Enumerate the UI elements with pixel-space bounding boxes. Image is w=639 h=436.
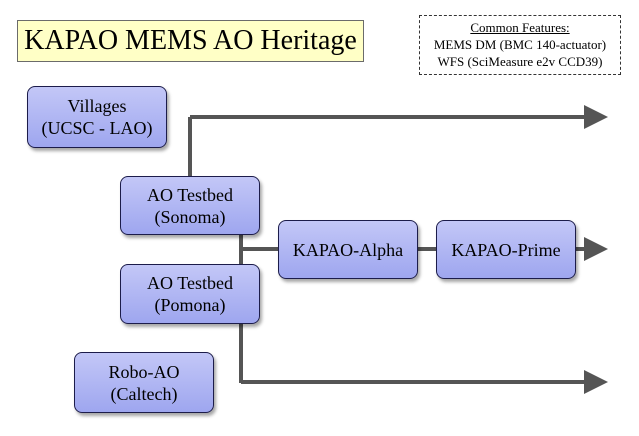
node-villages: Villages (UCSC - LAO) bbox=[27, 86, 167, 148]
node-ao-testbed-sonoma: AO Testbed (Sonoma) bbox=[120, 176, 260, 235]
common-features-header: Common Features: bbox=[470, 20, 570, 35]
node-ao-testbed-pomona: AO Testbed (Pomona) bbox=[120, 264, 260, 324]
common-feature-dm: MEMS DM (BMC 140-actuator) bbox=[433, 37, 607, 52]
node-kapao-prime: KAPAO-Prime bbox=[436, 220, 576, 279]
node-pomona-location: (Pomona) bbox=[154, 295, 226, 315]
common-feature-wfs: WFS (SciMeasure e2v CCD39) bbox=[437, 54, 603, 69]
node-kapao-alpha-label: KAPAO-Alpha bbox=[292, 239, 404, 260]
node-robo-ao-org: (Caltech) bbox=[110, 383, 178, 404]
node-sonoma-name: AO Testbed bbox=[147, 184, 233, 205]
node-kapao-prime-label: KAPAO-Prime bbox=[451, 239, 561, 260]
node-villages-org: (UCSC - LAO) bbox=[41, 118, 153, 138]
node-kapao-alpha: KAPAO-Alpha bbox=[278, 220, 418, 279]
node-robo-ao: Robo-AO (Caltech) bbox=[74, 352, 214, 413]
diagram-title: KAPAO MEMS AO Heritage bbox=[17, 20, 364, 62]
node-villages-name: Villages bbox=[67, 96, 127, 116]
node-sonoma-location: (Sonoma) bbox=[154, 206, 226, 227]
node-robo-ao-name: Robo-AO bbox=[108, 361, 180, 382]
node-pomona-name: AO Testbed bbox=[147, 273, 233, 293]
common-features-box: Common Features: MEMS DM (BMC 140-actuat… bbox=[419, 15, 621, 75]
